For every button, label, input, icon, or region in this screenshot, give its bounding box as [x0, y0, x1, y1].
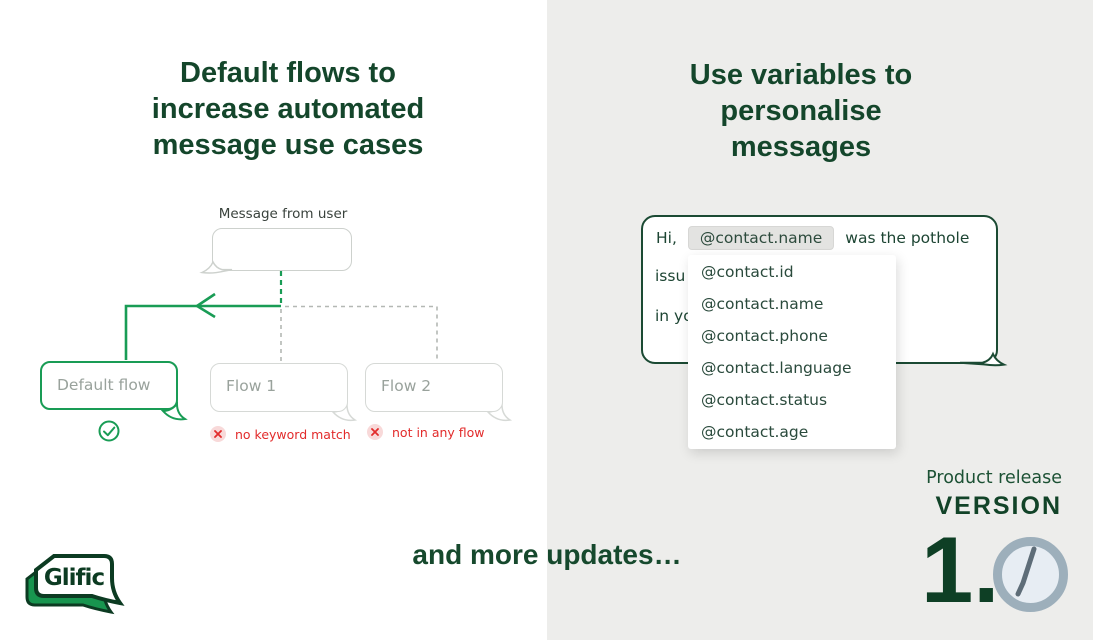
green-solid-connector [124, 304, 281, 360]
user-message-bubble [212, 228, 352, 271]
clock-icon [993, 537, 1068, 612]
variable-pill[interactable]: @contact.name [687, 226, 835, 250]
default-flow-box: Default flow [40, 361, 178, 410]
flow2-box: Flow 2 [365, 363, 503, 412]
variable-dropdown: @contact.id @contact.name @contact.phone… [688, 255, 896, 449]
version-word: VERSION [935, 492, 1062, 520]
left-panel-title: Default flows to increase automated mess… [68, 55, 508, 163]
check-icon [103, 426, 116, 437]
title-line: Use variables to [689, 59, 913, 91]
chat-text-line2: issu [655, 267, 686, 285]
title-line: personalise [720, 95, 882, 127]
flow2-status-text: not in any flow [392, 424, 485, 440]
flow1-status: no keyword match [210, 426, 351, 442]
flow2-label: Flow 2 [381, 377, 432, 395]
x-icon [210, 426, 226, 442]
chat-greeting: Hi, [656, 229, 677, 247]
title-line: messages [730, 131, 872, 163]
title-line: message use cases [152, 129, 424, 161]
flow1-box: Flow 1 [210, 363, 348, 412]
dropdown-item-contact-name[interactable]: @contact.name [701, 295, 824, 313]
x-icon [367, 424, 383, 440]
chat-text-line3: in yo [655, 307, 693, 325]
flow1-label: Flow 1 [226, 377, 277, 395]
glific-logo-front-shape [34, 554, 125, 606]
glific-logo-text: Glific [44, 565, 105, 591]
glific-logo: Glific [25, 554, 125, 615]
default-flow-label: Default flow [57, 376, 151, 394]
dropdown-item-contact-age[interactable]: @contact.age [701, 423, 809, 441]
dropdown-item-contact-language[interactable]: @contact.language [701, 359, 852, 377]
dropdown-item-contact-phone[interactable]: @contact.phone [701, 327, 828, 345]
title-line: increase automated [151, 93, 425, 125]
flow2-status: not in any flow [367, 424, 485, 440]
product-release-label: Product release [926, 468, 1062, 488]
title-line: Default flows to [180, 57, 396, 89]
more-updates-text: and more updates… [412, 539, 682, 570]
chat-text-line1: Hi, @contact.name was the pothole [656, 226, 969, 250]
chat-after-pill: was the pothole [845, 229, 970, 247]
dropdown-item-contact-status[interactable]: @contact.status [701, 391, 828, 409]
arrow-left-icon [194, 292, 216, 319]
right-panel-title: Use variables to personalise messages [631, 57, 971, 165]
flow1-status-text: no keyword match [235, 426, 351, 442]
dropdown-item-contact-id[interactable]: @contact.id [701, 263, 794, 281]
message-from-user-label: Message from user [218, 206, 348, 222]
release-block: Product release VERSION [926, 468, 1062, 521]
check-circle-icon [98, 420, 120, 442]
dashed-connector-flow2 [285, 305, 438, 361]
version-number: 1. [921, 517, 1000, 622]
